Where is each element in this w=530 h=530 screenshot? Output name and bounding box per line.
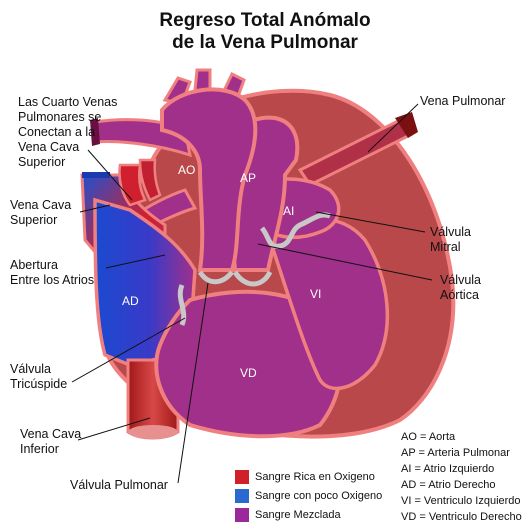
mitral-valve-shape <box>259 212 331 249</box>
diagram-title-line-2: de la Vena Pulmonar <box>172 32 358 53</box>
chamber-label-ai: AI <box>283 204 295 218</box>
legend-swatch-blue <box>235 489 249 503</box>
label-vena-cava-superior: Vena Cava Superior <box>10 198 72 227</box>
label-valvula-aortica: Válvula Aórtica <box>440 273 481 302</box>
legend-item-oxygen-rich: Sangre Rica en Oxigeno <box>235 470 375 484</box>
label-valvula-pulmonar: Válvula Pulmonar <box>70 478 168 492</box>
chamber-label-ao: AO <box>178 163 196 177</box>
aorta <box>160 87 258 272</box>
abbr-ad: AD = Atrio Derecho <box>401 479 496 491</box>
abbr-vi: VI = Ventriculo Izquierdo <box>401 495 521 507</box>
label-vena-cava-inferior: Vena Cava Inferior <box>20 427 82 456</box>
chamber-label-vd: VD <box>240 366 257 380</box>
abbr-vd: VD = Ventriculo Derecho <box>401 511 522 523</box>
abbr-ai: AI = Atrio Izquierdo <box>401 463 495 475</box>
legend-swatch-purple <box>235 508 249 522</box>
legend-item-mixed: Sangre Mezclada <box>235 508 341 522</box>
chamber-label-ap: AP <box>240 171 257 185</box>
legend-item-oxygen-poor: Sangre con poco Oxigeno <box>235 489 382 503</box>
diagram-title-line-1: Regreso Total Anómalo <box>159 10 371 31</box>
legend-swatch-red <box>235 470 249 484</box>
label-valvula-mitral: Válvula Mitral <box>430 225 471 254</box>
label-vena-pulmonar: Vena Pulmonar <box>420 94 506 108</box>
callout-lines <box>71 103 433 484</box>
abbr-ao: AO = Aorta <box>401 431 456 443</box>
label-cuatro-venas: Las Cuarto Venas Pulmonares se Conectan … <box>18 95 118 169</box>
label-abertura: Abertura Entre los Atrios <box>10 258 95 287</box>
chamber-label-vi: VI <box>310 287 322 301</box>
aortic-valve-shape <box>232 270 273 287</box>
abbr-ap: AP = Arteria Pulmonar <box>401 447 510 459</box>
label-valvula-tricuspide: Válvula Tricúspide <box>10 362 68 391</box>
chamber-label-ad: AD <box>122 294 139 308</box>
pulmonary-valve-shape <box>197 270 234 285</box>
left-ventricle <box>267 217 390 391</box>
tricuspid-valve-shape <box>177 284 187 326</box>
